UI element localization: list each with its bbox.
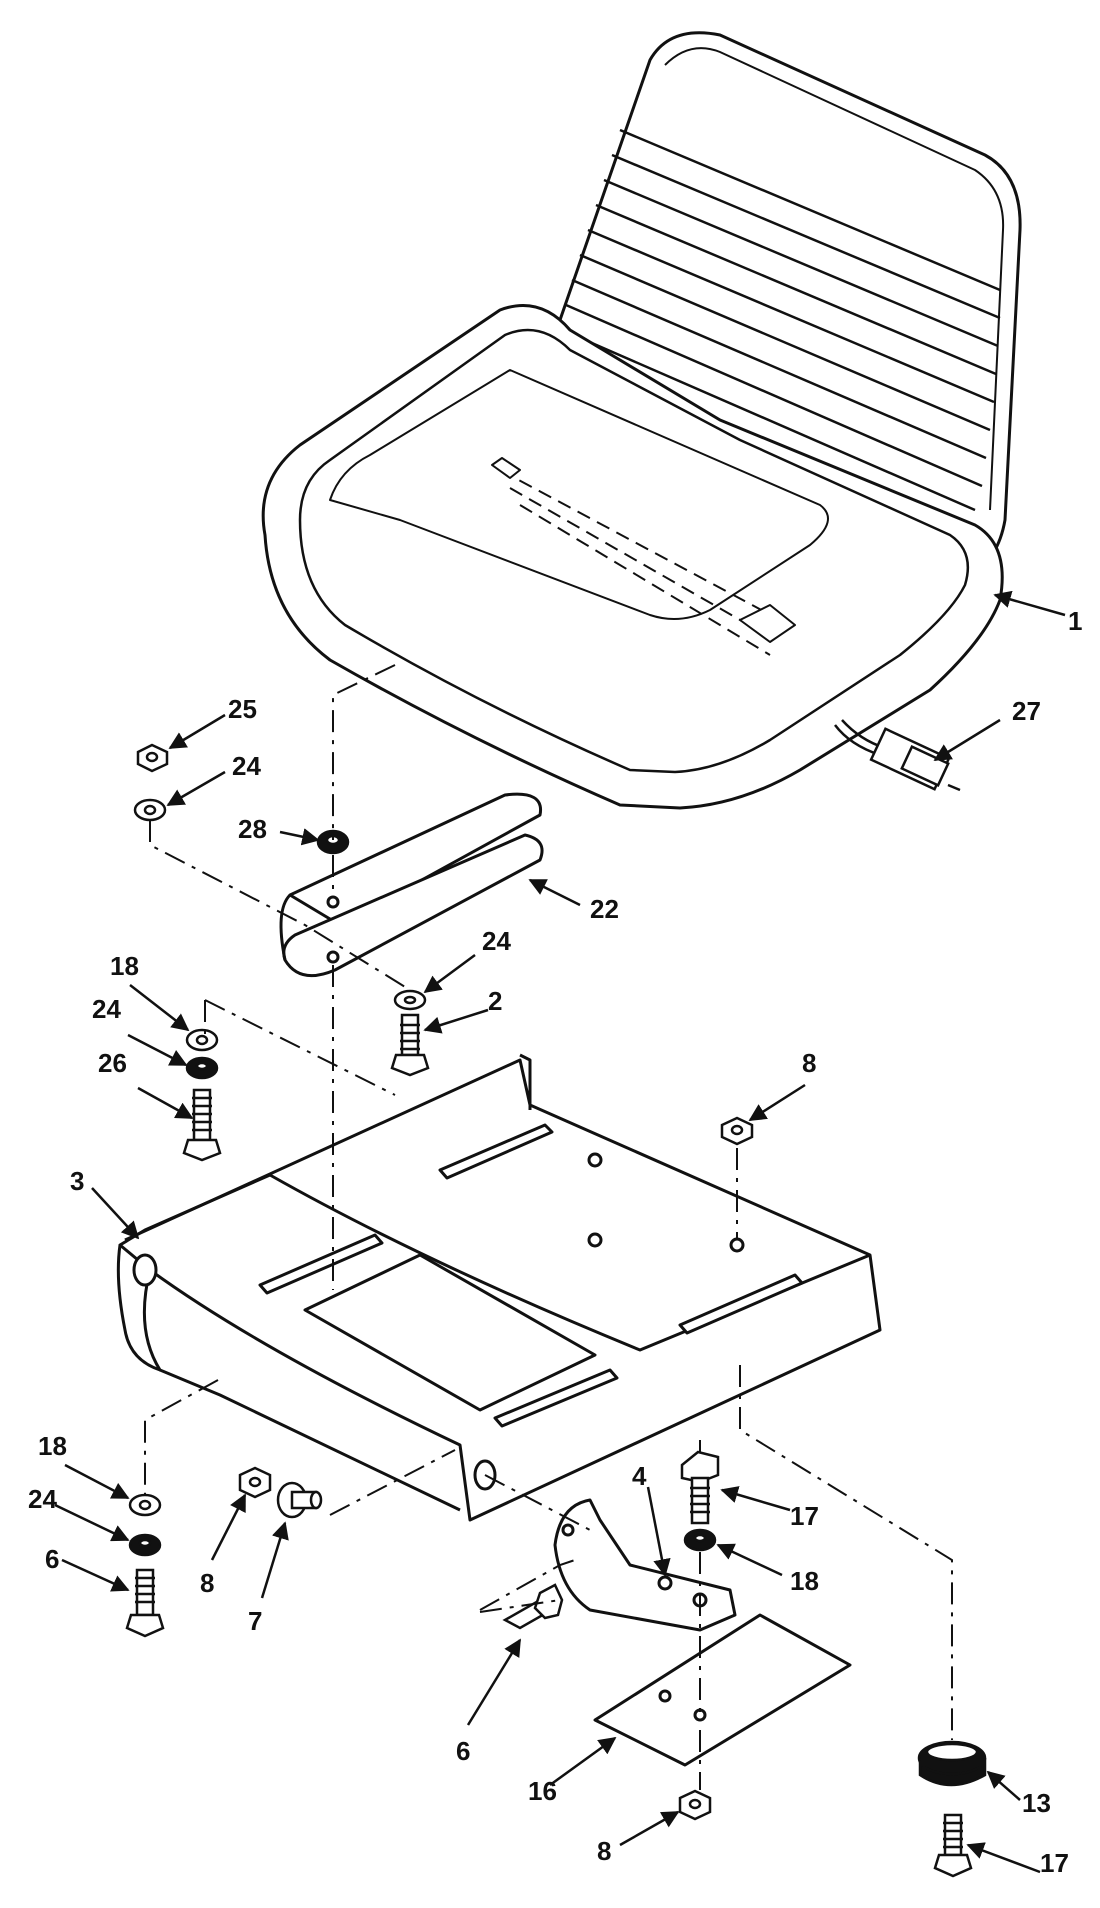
callout-6: 6: [456, 1736, 470, 1766]
callout-16: 16: [528, 1776, 557, 1806]
bolt-6b: [502, 1583, 564, 1630]
spacer-7: [276, 1481, 323, 1519]
adjuster-bracket: [553, 1498, 737, 1632]
callout-8: 8: [597, 1836, 611, 1866]
callout-24: 24: [482, 926, 511, 956]
callout-24: 24: [232, 751, 261, 781]
callout-8: 8: [200, 1568, 214, 1598]
hardware: [125, 743, 987, 1878]
callout-24: 24: [28, 1484, 57, 1514]
seat-base-plate: [116, 1053, 882, 1522]
callout-25: 25: [228, 694, 257, 724]
callout-26: 26: [98, 1048, 127, 1078]
callout-2: 2: [488, 986, 502, 1016]
bolt-17b: [933, 1813, 973, 1878]
callout-27: 27: [1012, 696, 1041, 726]
callout-7: 7: [248, 1606, 262, 1636]
alignment-lines: [144, 664, 953, 1790]
callout-18: 18: [110, 951, 139, 981]
bumper-13: [917, 1740, 987, 1787]
bolt-26: [182, 1088, 222, 1162]
callout-1: 1: [1068, 606, 1082, 636]
callout-17: 17: [790, 1501, 819, 1531]
bolt-6a: [125, 1568, 165, 1638]
callout-13: 13: [1022, 1788, 1051, 1818]
callout-18: 18: [790, 1566, 819, 1596]
callout-6: 6: [45, 1544, 59, 1574]
callout-17: 17: [1040, 1848, 1069, 1878]
slide-bracket: [279, 792, 544, 978]
callout-22: 22: [590, 894, 619, 924]
seat-slide-rail: [499, 469, 781, 656]
callout-4: 4: [632, 1461, 647, 1491]
bolt-17a: [680, 1450, 720, 1525]
callout-3: 3: [70, 1166, 84, 1196]
mounting-plate: [593, 1613, 852, 1767]
callout-28: 28: [238, 814, 267, 844]
callout-24: 24: [92, 994, 121, 1024]
callout-18: 18: [38, 1431, 67, 1461]
backrest-ribs: [561, 128, 1001, 512]
bolt-2: [390, 1013, 430, 1077]
callout-leaders: [54, 590, 1066, 1874]
seat-switch-connector: [834, 719, 961, 792]
seat-assembly: [261, 31, 1022, 810]
callout-labels: 1 27 25 24 28 22 24 2 18 24 26 8 3 18 24…: [28, 606, 1082, 1878]
callout-8: 8: [802, 1048, 816, 1078]
